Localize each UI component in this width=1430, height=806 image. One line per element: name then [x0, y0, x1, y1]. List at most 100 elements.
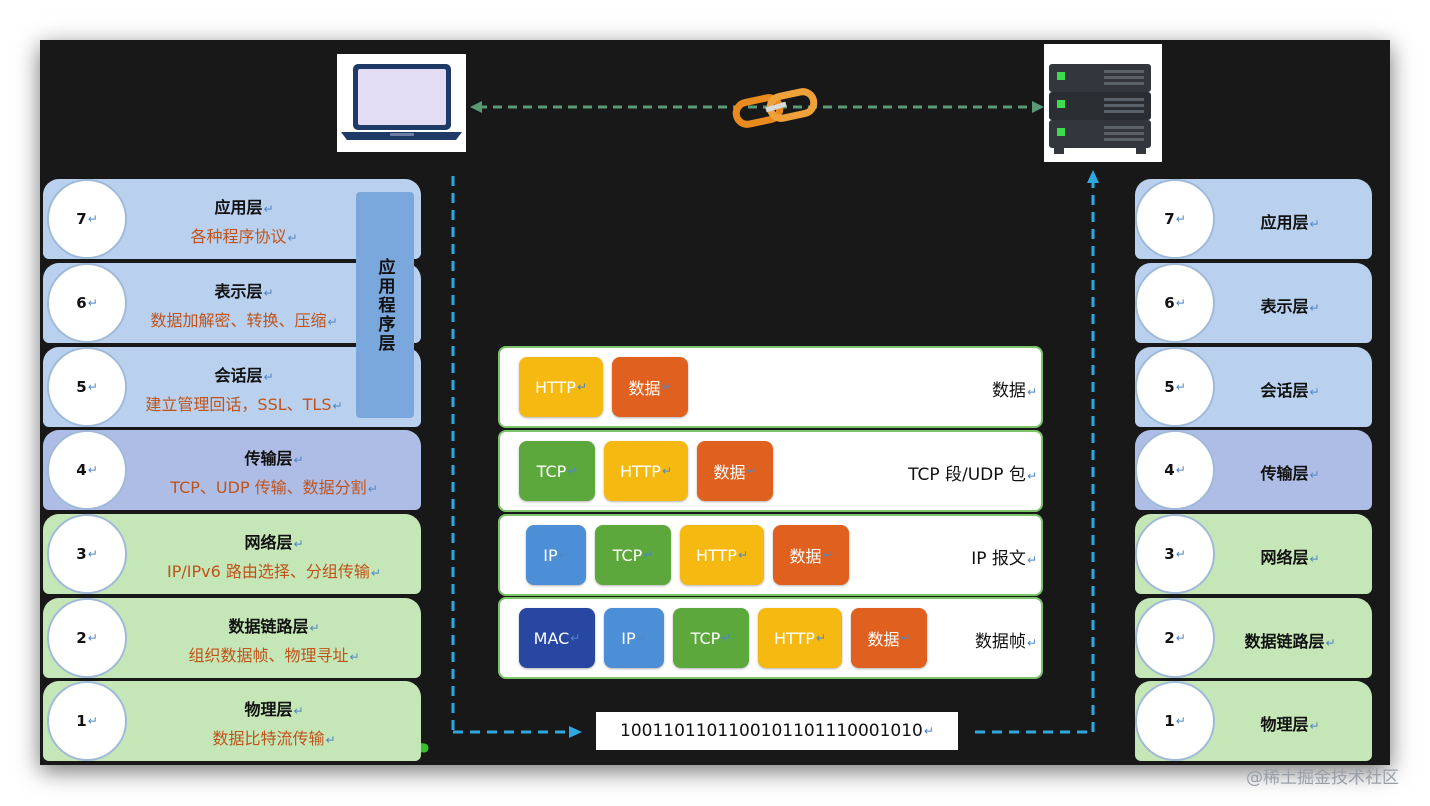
- return-mark-icon: ↵: [87, 631, 98, 645]
- osi-layer-right: 2↵数据链路层↵: [1135, 598, 1372, 678]
- header-chip: TCP↵: [595, 525, 671, 585]
- header-chip: 数据↵: [697, 441, 773, 501]
- layer-name: 表示层↵: [1215, 293, 1365, 317]
- layer-description: 数据加解密、转换、压缩↵: [129, 307, 359, 331]
- row-label: TCP 段/UDP 包↵: [908, 460, 1037, 485]
- row-label: 数据帧↵: [975, 627, 1037, 652]
- return-mark-icon: ↵: [1309, 385, 1320, 399]
- layer-name-text: 应用层: [1260, 213, 1309, 232]
- layer-description-text: 数据加解密、转换、压缩: [150, 311, 327, 330]
- layer-name: 会话层↵: [1215, 377, 1365, 401]
- return-mark-icon: ↵: [570, 631, 581, 645]
- return-mark-icon: ↵: [1175, 547, 1186, 561]
- return-mark-icon: ↵: [87, 547, 98, 561]
- return-mark-icon: ↵: [293, 704, 304, 718]
- layer-description-text: 数据比特流传输: [212, 729, 325, 748]
- osi-layer-right: 5↵会话层↵: [1135, 347, 1372, 427]
- header-chip: TCP↵: [519, 441, 595, 501]
- header-chip: IP↵: [526, 525, 586, 585]
- return-mark-icon: ↵: [1175, 714, 1186, 728]
- layer-number-badge: 7↵: [1135, 179, 1215, 259]
- layer-number-badge: 3↵: [47, 514, 127, 594]
- layer-name: 应用层↵: [133, 194, 355, 218]
- layer-number: 4: [76, 461, 87, 479]
- return-mark-icon: ↵: [349, 650, 360, 664]
- layer-name-text: 表示层: [1260, 297, 1309, 316]
- osi-layer-right: 4↵传输层↵: [1135, 430, 1372, 510]
- return-mark-icon: ↵: [263, 370, 274, 384]
- header-chip: HTTP↵: [604, 441, 688, 501]
- return-mark-icon: ↵: [721, 631, 732, 645]
- layer-name: 表示层↵: [133, 278, 355, 302]
- layer-number-badge: 5↵: [1135, 347, 1215, 427]
- return-mark-icon: ↵: [661, 464, 672, 478]
- return-mark-icon: ↵: [737, 548, 748, 562]
- layer-name-text: 物理层: [1260, 715, 1309, 734]
- layer-number: 4: [1164, 461, 1175, 479]
- layer-name: 网络层↵: [1215, 544, 1365, 568]
- application-group-bar: 应用程序层: [356, 192, 414, 418]
- osi-layer-left: 3↵网络层↵IP/IPv6 路由选择、分组传输↵: [43, 514, 421, 594]
- header-chip: IP↵: [604, 608, 664, 668]
- return-mark-icon: ↵: [1309, 217, 1320, 231]
- return-mark-icon: ↵: [367, 482, 378, 496]
- return-mark-icon: ↵: [1026, 553, 1037, 567]
- return-mark-icon: ↵: [332, 399, 343, 413]
- return-mark-icon: ↵: [1026, 469, 1037, 483]
- layer-name-text: 网络层: [244, 533, 293, 552]
- return-mark-icon: ↵: [1026, 385, 1037, 399]
- header-chip: HTTP↵: [519, 357, 603, 417]
- layer-description: 建立管理回话，SSL、TLS↵: [129, 391, 359, 415]
- layer-name: 应用层↵: [1215, 209, 1365, 233]
- row-label: 数据↵: [992, 376, 1037, 401]
- return-mark-icon: ↵: [1026, 636, 1037, 650]
- osi-layer-left: 2↵数据链路层↵组织数据帧、物理寻址↵: [43, 598, 421, 678]
- layer-description-text: 组织数据帧、物理寻址: [188, 646, 349, 665]
- return-mark-icon: ↵: [87, 463, 98, 477]
- encapsulation-row: MAC↵IP↵TCP↵HTTP↵数据↵数据帧↵: [498, 597, 1043, 679]
- chip-label: TCP: [612, 545, 643, 565]
- layer-name-text: 网络层: [1260, 548, 1309, 567]
- return-mark-icon: ↵: [293, 537, 304, 551]
- return-mark-icon: ↵: [1325, 636, 1336, 650]
- return-mark-icon: ↵: [263, 202, 274, 216]
- return-mark-icon: ↵: [293, 453, 304, 467]
- layer-number-badge: 6↵: [1135, 263, 1215, 343]
- chip-label: 数据: [713, 463, 746, 482]
- layer-number-badge: 4↵: [1135, 430, 1215, 510]
- layer-name-text: 应用层: [214, 198, 263, 217]
- encapsulation-row: TCP↵HTTP↵数据↵TCP 段/UDP 包↵: [498, 430, 1043, 512]
- chain-link-icon: [732, 88, 818, 128]
- header-chip: HTTP↵: [758, 608, 842, 668]
- return-mark-icon: ↵: [263, 286, 274, 300]
- server-icon: [1044, 44, 1162, 162]
- osi-layer-right: 6↵表示层↵: [1135, 263, 1372, 343]
- row-label-text: 数据: [991, 381, 1026, 401]
- layer-description: IP/IPv6 路由选择、分组传输↵: [129, 558, 419, 582]
- layer-name: 传输层↵: [1215, 460, 1365, 484]
- bitstream-text: 1001101101100101101110001010: [620, 721, 923, 741]
- return-mark-icon: ↵: [1175, 463, 1186, 477]
- encapsulation-row: HTTP↵数据↵数据↵: [498, 346, 1043, 428]
- return-mark-icon: ↵: [87, 380, 98, 394]
- return-mark-icon: ↵: [87, 212, 98, 226]
- layer-description-text: 建立管理回话，SSL、TLS: [145, 395, 332, 414]
- chip-label: TCP: [536, 461, 567, 481]
- layer-name: 会话层↵: [133, 362, 355, 386]
- return-mark-icon: ↵: [1309, 719, 1320, 733]
- return-mark-icon: ↵: [287, 231, 298, 245]
- layer-number: 6: [76, 294, 87, 312]
- return-mark-icon: ↵: [1175, 380, 1186, 394]
- layer-number-badge: 2↵: [1135, 598, 1215, 678]
- header-chip: 数据↵: [773, 525, 849, 585]
- layer-name: 数据链路层↵: [1215, 628, 1365, 652]
- return-mark-icon: ↵: [636, 631, 647, 645]
- chip-label: HTTP: [534, 377, 576, 397]
- layer-name: 网络层↵: [133, 529, 415, 553]
- return-mark-icon: ↵: [1175, 631, 1186, 645]
- layer-description: TCP、UDP 传输、数据分割↵: [129, 474, 419, 498]
- layer-number: 7: [1164, 210, 1175, 228]
- row-label: IP 报文↵: [971, 544, 1037, 569]
- chip-label: 数据: [628, 379, 661, 398]
- return-mark-icon: ↵: [1309, 468, 1320, 482]
